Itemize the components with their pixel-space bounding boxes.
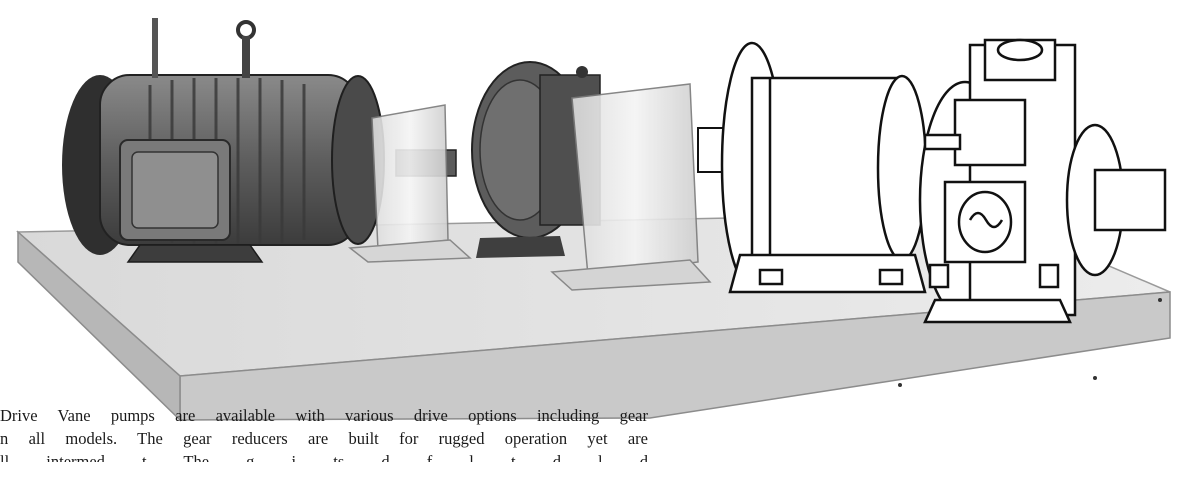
caption-line: ll intermed t The g i ts d f l t d l d — [0, 452, 648, 462]
caption-line: n all models. The gear reducers are buil… — [0, 429, 648, 448]
vane-pump-icon — [918, 38, 1167, 324]
caption-line: Drive Vane pumps are available with vari… — [0, 406, 648, 425]
coupling-guard-icon — [348, 104, 472, 263]
caption-paragraph: Drive Vane pumps are available with vari… — [0, 404, 648, 482]
electric-motor-icon — [720, 41, 928, 294]
electric-motor-icon — [62, 18, 457, 263]
